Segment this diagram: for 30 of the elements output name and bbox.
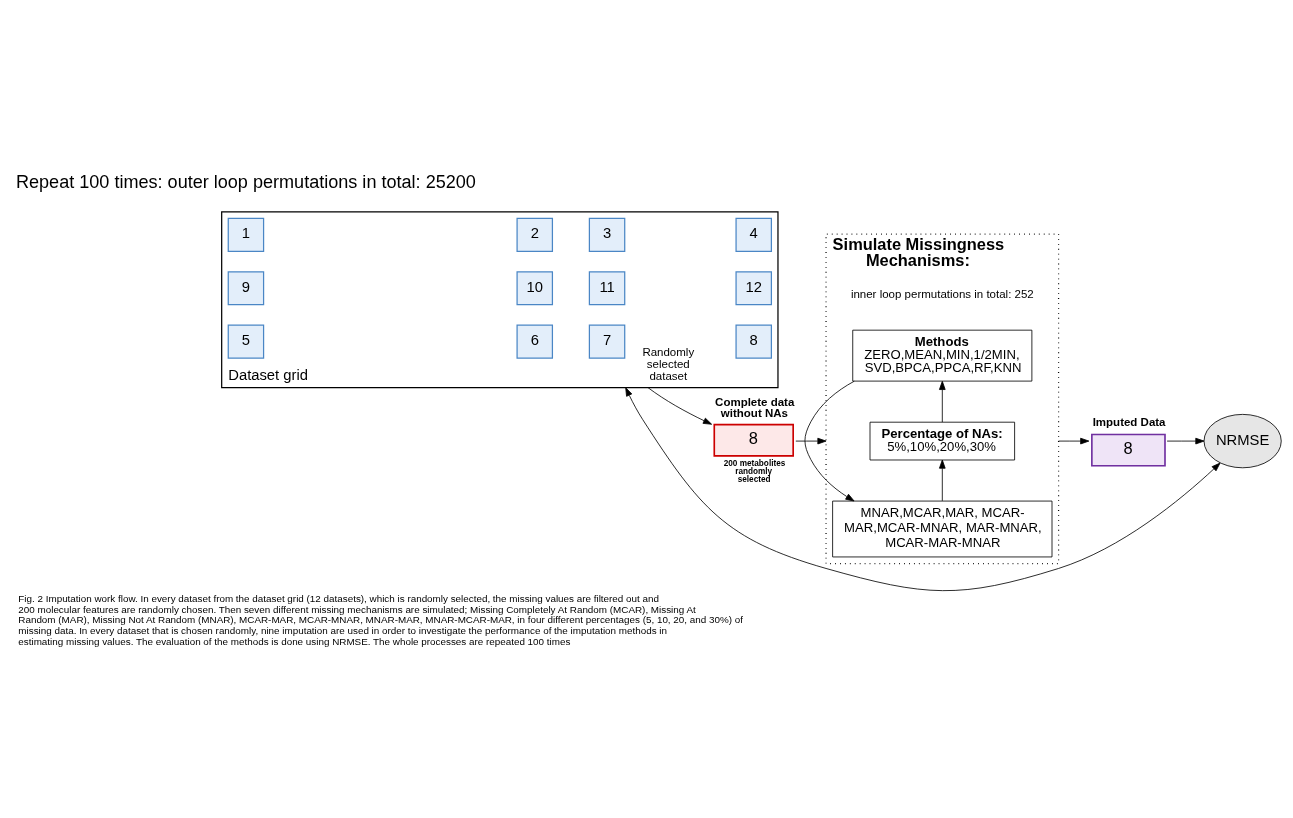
arrow bbox=[625, 386, 1221, 591]
node-label: Complete data without NAs bbox=[715, 395, 795, 419]
arrow bbox=[795, 437, 827, 444]
node-box: 6 bbox=[516, 324, 554, 359]
node-box: 9 bbox=[227, 270, 265, 305]
arrow bbox=[647, 386, 713, 425]
node-label: 200 metabolites randomly selected bbox=[723, 458, 786, 484]
arrow bbox=[804, 380, 855, 501]
node-box: 8 bbox=[735, 324, 772, 359]
caption: Fig. 2 Imputation work flow. In every dataset from the dataset grid (12 datasets), which is randomly selected, the missing values are filtered out and 200 molecular features are randomly chosen. Then seven different missing mechanisms are simulated; Missing Completely At Random (MCAR), Missing At Random (MAR), Missing Not At Random (MNAR), MCAR-MAR, MCAR-MNAR, MNAR-MAR, MNAR-MCAR-MAR, in four different percentages (5, 10, 20, and 30%) of missing data. In every dataset that is chosen randomly, nine imputation are used in order to investigate the performance of the imputation methods in estimating missing values. The evaluation of the methods is done using NRMSE. The whole processes are repeated 100 times bbox=[18, 592, 743, 647]
label: Repeat 100 times: outer loop permutations in total: 25200 bbox=[15, 171, 476, 192]
node-box: 5 bbox=[227, 324, 265, 359]
node-box: 2 bbox=[516, 217, 554, 252]
node-label: Imputed Data bbox=[1092, 415, 1166, 428]
node-box: 4 bbox=[735, 217, 772, 252]
node-box: 3 bbox=[588, 217, 626, 252]
edge-label: Randomly selected dataset bbox=[642, 345, 695, 382]
node-box: MNAR,MCAR,MAR, MCAR-MAR,MCAR-MNAR, MAR-MNAR, MCAR-MAR-MNAR bbox=[832, 500, 1053, 557]
node-box: 12 bbox=[735, 270, 772, 305]
node-box: 7 bbox=[588, 324, 626, 359]
node-box: 11 bbox=[588, 270, 626, 305]
arrow bbox=[1166, 437, 1205, 444]
arrow bbox=[939, 459, 946, 501]
node-box: Percentage of NAs: 5%,10%,20%,30% bbox=[869, 421, 1016, 460]
node-box: Methods ZERO,MEAN,MIN,1/2MIN, SVD,BPCA,PPCA,RF,KNN bbox=[852, 329, 1033, 382]
node-box: 1 bbox=[227, 217, 265, 252]
arrow bbox=[1058, 437, 1090, 444]
node-box: 10 bbox=[516, 270, 554, 305]
arrow bbox=[939, 380, 946, 422]
node-ellipse: NRMSE bbox=[1203, 413, 1282, 468]
